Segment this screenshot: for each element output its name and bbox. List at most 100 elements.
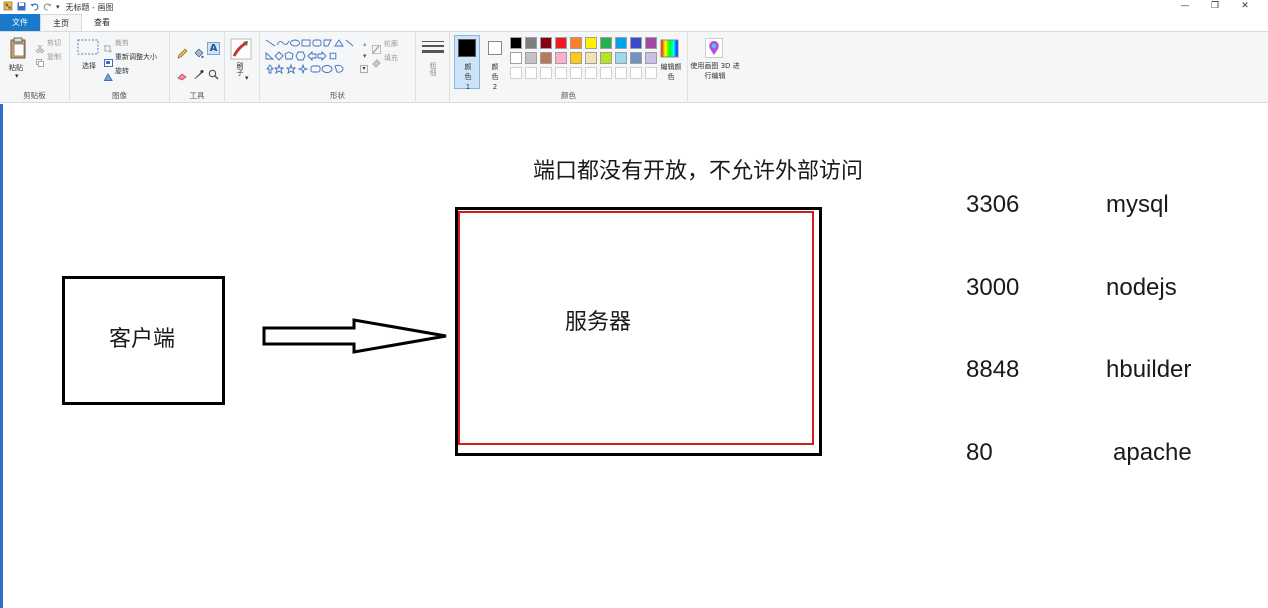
port-number: 3306 xyxy=(966,191,1020,218)
palette-swatch[interactable] xyxy=(570,37,582,49)
color-picker-icon[interactable] xyxy=(193,65,204,84)
palette-swatch[interactable] xyxy=(615,67,627,79)
color1-swatch[interactable] xyxy=(458,39,476,57)
palette-swatch[interactable] xyxy=(570,52,582,64)
save-icon[interactable] xyxy=(17,2,26,13)
undo-icon[interactable] xyxy=(30,2,39,13)
window-title: 无标题 - 画图 xyxy=(65,2,114,12)
port-number: 3000 xyxy=(966,274,1020,301)
service-name: nodejs xyxy=(1106,274,1177,301)
color2-swatch[interactable] xyxy=(488,41,502,55)
shapes-group: ▴ ▾ ▾ 轮廓 填充 形状 xyxy=(260,32,416,103)
edit-colors-icon[interactable] xyxy=(660,39,679,58)
palette-swatch[interactable] xyxy=(510,67,522,79)
color2-label: 颜色 2 xyxy=(491,63,499,91)
brush-icon[interactable] xyxy=(230,38,252,64)
colors-group: 颜色 1 颜色 2 编辑颜色 颜色 xyxy=(450,32,688,103)
palette-swatch[interactable] xyxy=(510,52,522,64)
palette-swatch[interactable] xyxy=(585,37,597,49)
fill-bucket-icon[interactable] xyxy=(193,44,204,63)
palette-swatch[interactable] xyxy=(525,52,537,64)
shapes-group-label: 形状 xyxy=(330,91,345,100)
palette-swatch[interactable] xyxy=(645,67,657,79)
paste-button[interactable]: 粘贴 xyxy=(9,64,23,72)
resize-button[interactable]: 重新调整大小 xyxy=(115,53,157,61)
paste-dropdown-icon[interactable]: ▾ xyxy=(15,72,19,80)
palette-swatch[interactable] xyxy=(585,52,597,64)
palette-swatch[interactable] xyxy=(615,37,627,49)
port-number: 8848 xyxy=(966,356,1020,383)
cut-button[interactable]: 剪切 xyxy=(47,39,61,47)
arrow-right-icon xyxy=(262,318,450,360)
pencil-icon[interactable] xyxy=(177,44,188,63)
line-size-icon[interactable] xyxy=(422,40,444,60)
drawing-canvas[interactable] xyxy=(0,104,1268,608)
diagram-heading: 端口都没有开放，不允许外部访问 xyxy=(533,159,864,184)
palette-swatch[interactable] xyxy=(525,37,537,49)
palette-swatch[interactable] xyxy=(630,67,642,79)
tab-file[interactable]: 文件 xyxy=(0,14,40,31)
palette-swatch[interactable] xyxy=(525,67,537,79)
shapes-gallery-icon[interactable] xyxy=(265,38,363,80)
paint-app-icon xyxy=(3,1,13,13)
palette-swatch[interactable] xyxy=(600,67,612,79)
palette-swatch[interactable] xyxy=(540,37,552,49)
maximize-button[interactable]: ❐ xyxy=(1210,1,1220,11)
palette-swatch[interactable] xyxy=(585,67,597,79)
copy-button[interactable]: 复制 xyxy=(47,53,61,61)
palette-swatch[interactable] xyxy=(540,52,552,64)
shapes-more-icon[interactable]: ▾ xyxy=(360,65,368,73)
magnifier-icon[interactable] xyxy=(208,65,219,84)
fill-button[interactable]: 填充 xyxy=(384,54,398,62)
edit-colors-button[interactable]: 编辑颜色 xyxy=(660,63,682,81)
server-inner-box xyxy=(458,211,814,445)
colors-group-label: 颜色 xyxy=(561,91,576,100)
palette-swatch[interactable] xyxy=(645,52,657,64)
image-group-label: 图像 xyxy=(112,91,127,100)
palette-swatch[interactable] xyxy=(600,52,612,64)
eraser-icon[interactable] xyxy=(177,66,188,85)
customize-quick-access-icon[interactable]: ▾ xyxy=(56,3,60,11)
clipboard-group: 粘贴 ▾ 剪切 复制 剪贴板 xyxy=(0,32,70,103)
brushes-button[interactable]: 刷子 xyxy=(236,62,244,76)
palette-swatch[interactable] xyxy=(600,37,612,49)
shapes-scroll-down-icon[interactable]: ▾ xyxy=(363,52,367,60)
window-controls: — ❐ ✕ xyxy=(1170,0,1260,14)
palette-swatch[interactable] xyxy=(630,37,642,49)
size-button[interactable]: 粗细 xyxy=(429,62,437,76)
port-number: 80 xyxy=(966,439,993,466)
palette-swatch[interactable] xyxy=(510,37,522,49)
service-name: mysql xyxy=(1106,191,1169,218)
close-button[interactable]: ✕ xyxy=(1241,1,1249,11)
cut-icon xyxy=(36,38,44,57)
minimize-button[interactable]: — xyxy=(1180,1,1190,11)
palette-swatch[interactable] xyxy=(555,37,567,49)
palette-swatch[interactable] xyxy=(645,37,657,49)
palette-swatch[interactable] xyxy=(555,52,567,64)
palette-swatch[interactable] xyxy=(615,52,627,64)
outline-button[interactable]: 轮廓 xyxy=(384,40,398,48)
paste-icon[interactable] xyxy=(9,37,27,63)
tab-home[interactable]: 主页 xyxy=(40,14,82,31)
paint3d-group: 使用画图 3D 进行编辑 xyxy=(688,32,740,103)
tools-group-label: 工具 xyxy=(189,91,205,100)
palette-swatch[interactable] xyxy=(630,52,642,64)
text-tool-icon[interactable]: A xyxy=(207,42,220,55)
select-button[interactable]: 选择 xyxy=(82,62,96,70)
clipboard-group-label: 剪贴板 xyxy=(23,91,46,100)
palette-swatch[interactable] xyxy=(555,67,567,79)
paint3d-icon[interactable] xyxy=(705,38,723,62)
ribbon: 粘贴 ▾ 剪切 复制 剪贴板 选择 裁剪 重新调整大小 旋转 图像 xyxy=(0,31,1268,103)
redo-icon[interactable] xyxy=(43,2,52,13)
canvas-left-edge xyxy=(0,104,3,608)
paint3d-button[interactable]: 使用画图 3D 进行编辑 xyxy=(690,62,740,80)
select-icon[interactable] xyxy=(77,39,99,59)
shapes-scroll-up-icon[interactable]: ▴ xyxy=(363,40,367,48)
palette-swatch[interactable] xyxy=(540,67,552,79)
fill-icon xyxy=(372,53,381,72)
brushes-dropdown-icon[interactable]: ▾ xyxy=(245,74,249,82)
crop-button[interactable]: 裁剪 xyxy=(115,39,129,47)
tab-view[interactable]: 查看 xyxy=(94,18,110,27)
rotate-button[interactable]: 旋转 xyxy=(115,67,129,75)
palette-swatch[interactable] xyxy=(570,67,582,79)
